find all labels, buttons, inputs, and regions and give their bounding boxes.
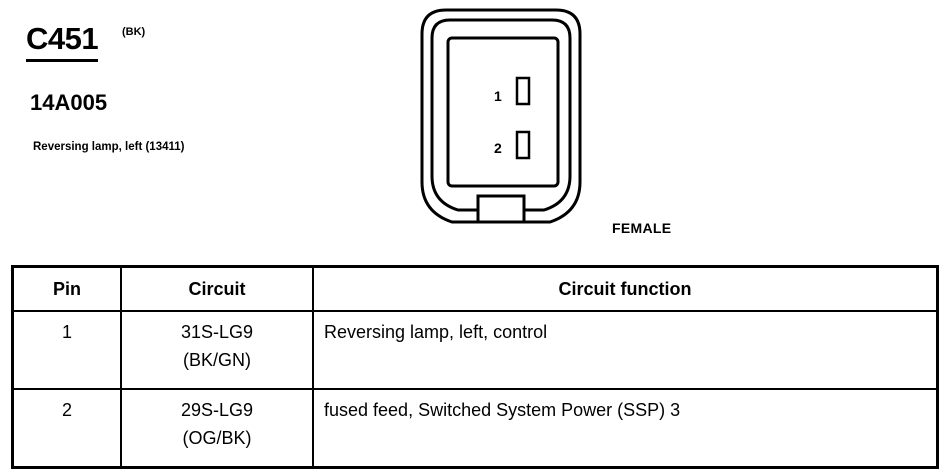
connector-outer-shell bbox=[420, 8, 582, 224]
header-circuit: Circuit bbox=[120, 265, 314, 312]
connector-description: Reversing lamp, left (13411) bbox=[33, 141, 185, 153]
pin-1-terminal bbox=[515, 76, 531, 106]
pin-2-label: 2 bbox=[494, 140, 502, 156]
pin-1-label: 1 bbox=[494, 88, 502, 104]
circuit-code: 31S-LG9 bbox=[180, 322, 254, 342]
cell-pin: 1 bbox=[11, 310, 122, 390]
table-row: 2 29S-LG9 (OG/BK) fused feed, Switched S… bbox=[11, 388, 939, 469]
header-pin: Pin bbox=[11, 265, 122, 312]
cell-circuit: 31S-LG9 (BK/GN) bbox=[120, 310, 314, 390]
cell-pin: 2 bbox=[11, 388, 122, 469]
connector-face-drawing bbox=[420, 8, 582, 224]
cell-circuit: 29S-LG9 (OG/BK) bbox=[120, 388, 314, 469]
pin-table: Pin Circuit Circuit function 1 31S-LG9 (… bbox=[11, 265, 939, 469]
connector-latch bbox=[476, 194, 526, 224]
connector-gender: FEMALE bbox=[612, 220, 672, 236]
header-circuit-function: Circuit function bbox=[312, 265, 939, 312]
circuit-code: 29S-LG9 bbox=[180, 400, 254, 420]
wire-color: (BK/GN) bbox=[182, 350, 251, 370]
pin-2-terminal bbox=[515, 130, 531, 160]
connector-cavity-face bbox=[446, 36, 560, 188]
pin-table-header-row: Pin Circuit Circuit function bbox=[11, 265, 939, 312]
connector-id: C451 bbox=[26, 22, 99, 62]
table-row: 1 31S-LG9 (BK/GN) Reversing lamp, left, … bbox=[11, 310, 939, 390]
cell-function: fused feed, Switched System Power (SSP) … bbox=[312, 388, 939, 469]
connector-color: (BK) bbox=[122, 26, 146, 38]
connector-part-number: 14A005 bbox=[30, 90, 108, 115]
wire-color: (OG/BK) bbox=[182, 428, 252, 448]
cell-function: Reversing lamp, left, control bbox=[312, 310, 939, 390]
connector-inner-shell bbox=[430, 18, 572, 212]
